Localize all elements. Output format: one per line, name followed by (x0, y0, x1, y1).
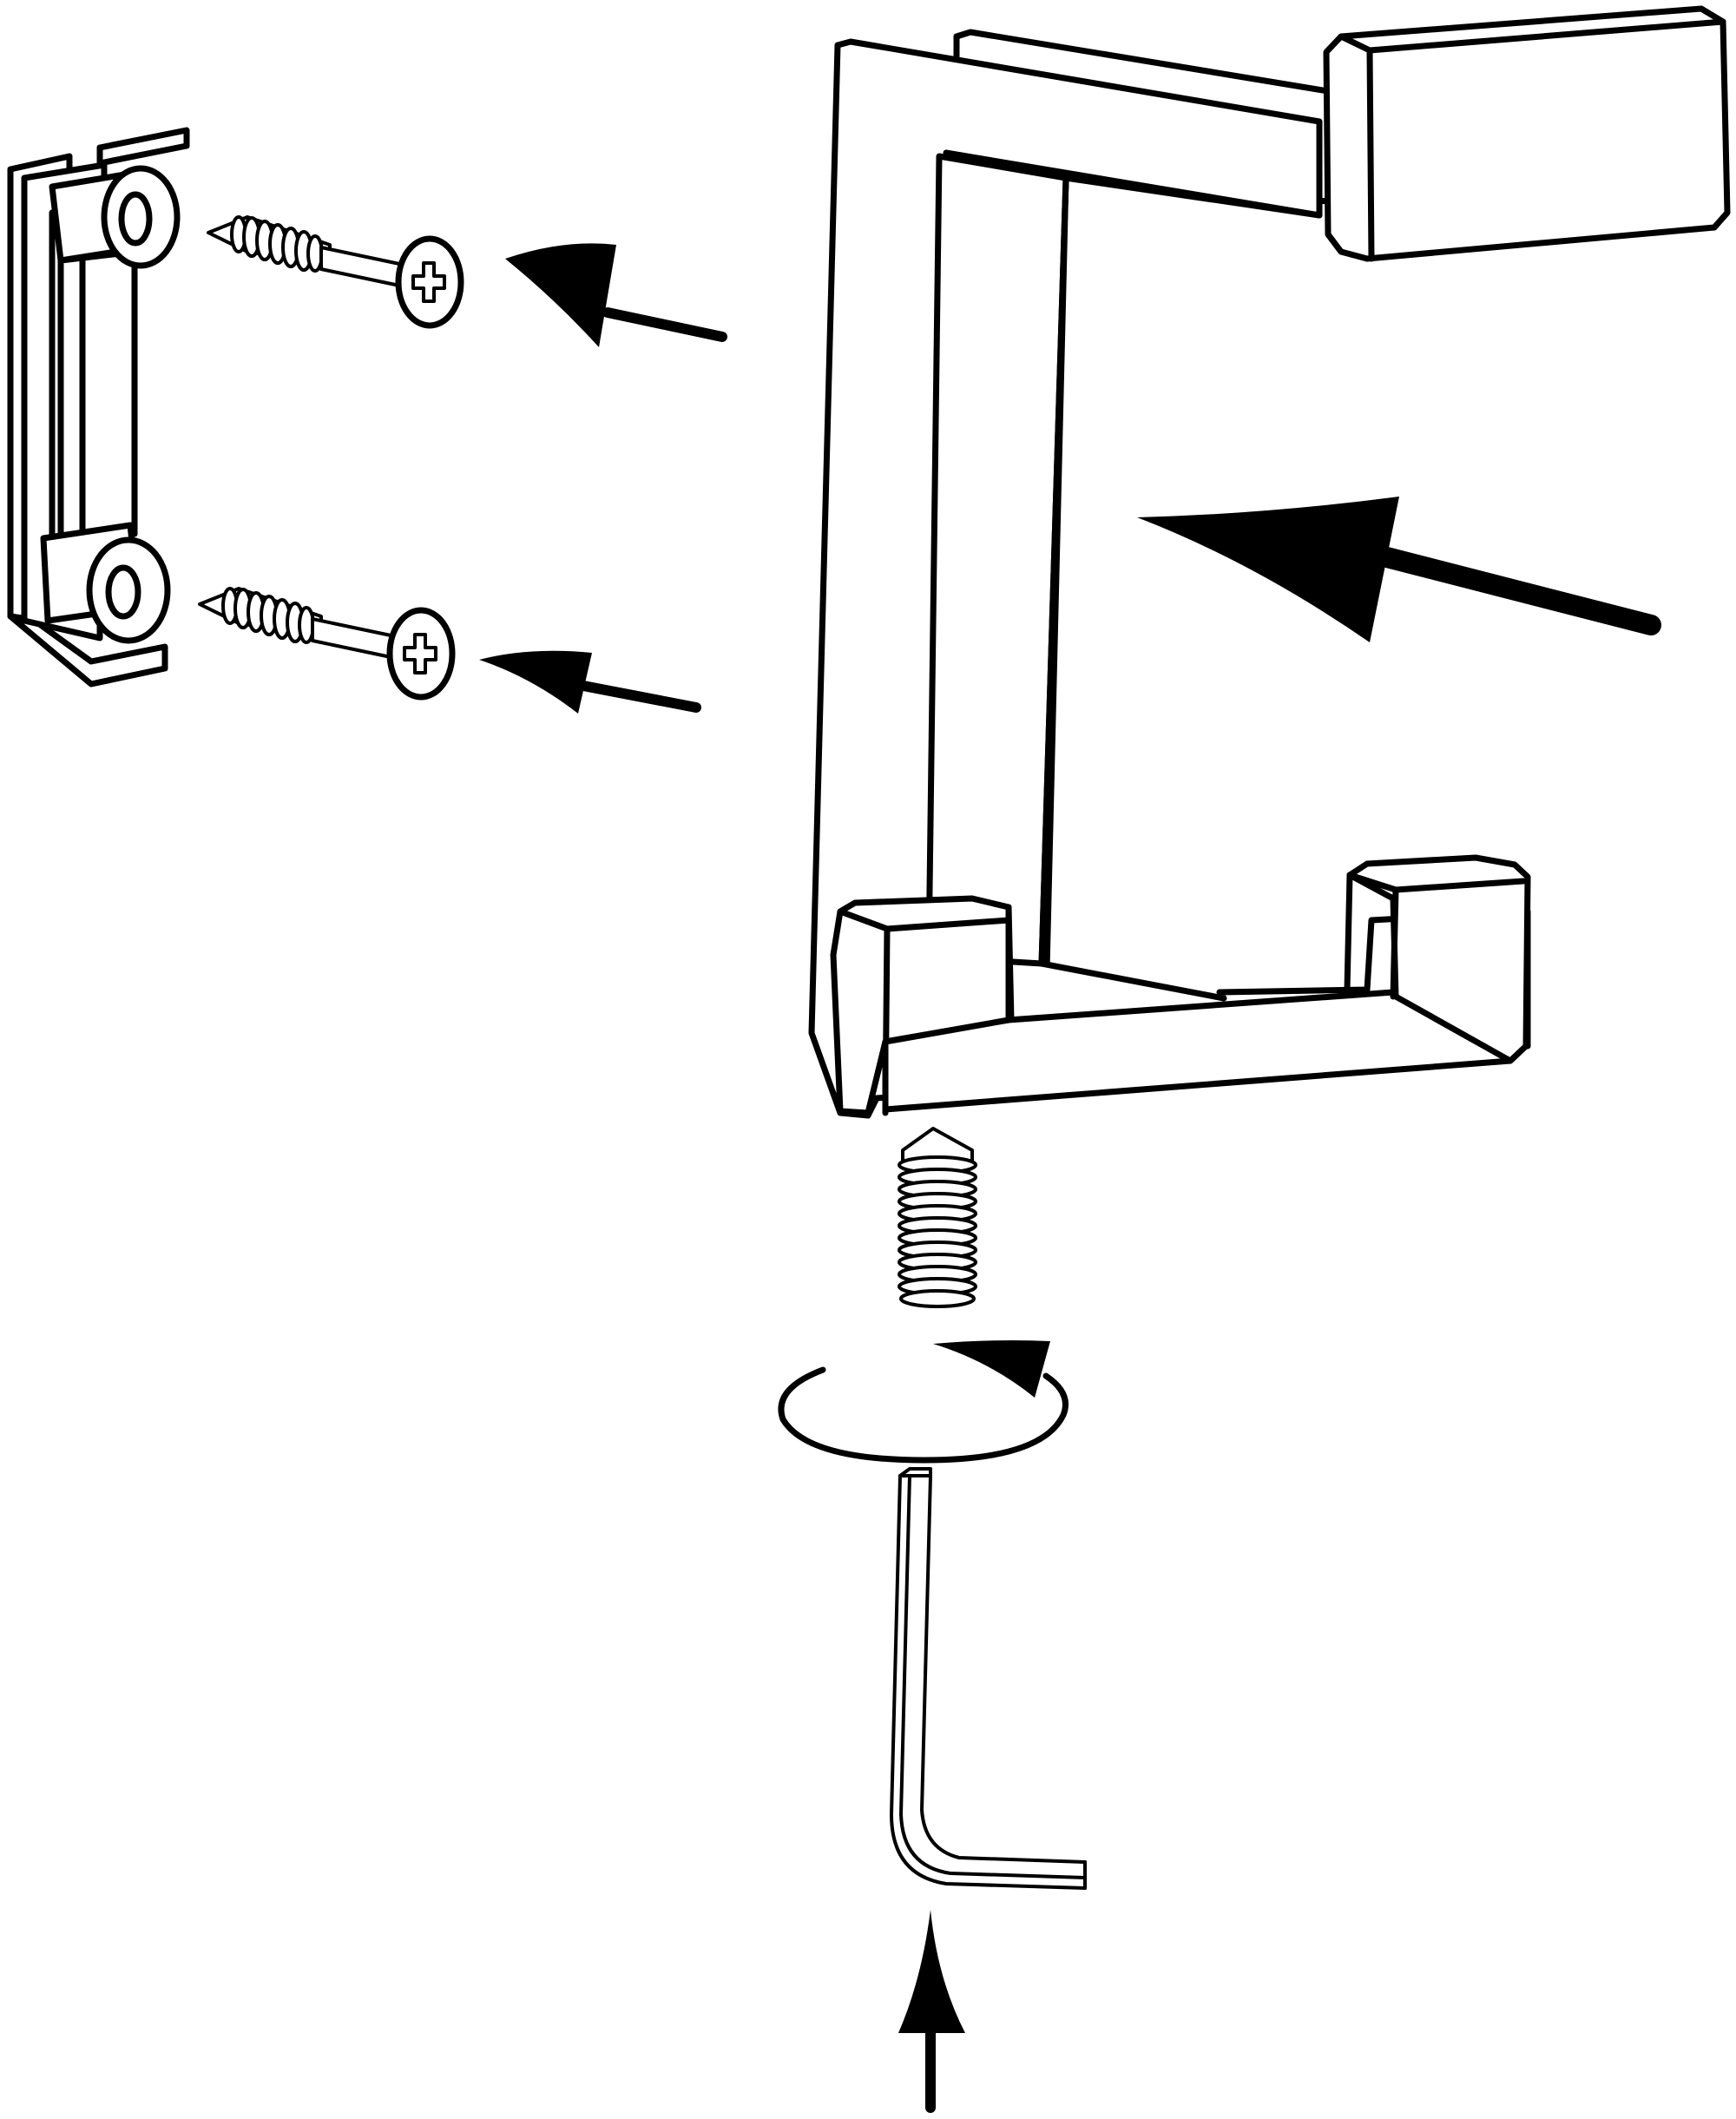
bracket-bottom-hole (105, 564, 141, 620)
hook-top-cap (1323, 5, 1731, 262)
screw-top-head (395, 235, 464, 329)
hook-top-cap-top-edge (1366, 18, 1726, 54)
phillips-screw-icon (207, 215, 464, 329)
rotation-ring (778, 1366, 1069, 1464)
wall-bracket-icon (7, 127, 190, 688)
rotate-clockwise-icon (778, 1340, 1069, 1464)
grub-screw-icon (898, 1127, 977, 1308)
arrow-hook-mount-shaft (1370, 545, 1661, 635)
arrow-screw-bottom-head (479, 650, 592, 714)
rotation-arrowhead (933, 1340, 1050, 1398)
double-hook-icon (808, 5, 1731, 1119)
hex-key-end (898, 1467, 932, 1477)
screw-top-phillips-slot (411, 261, 446, 303)
arrow-screw-top-head (505, 243, 616, 347)
arrow-left-icon (505, 243, 727, 347)
bracket-top-hole (118, 191, 153, 247)
arrow-screw-top-shaft (602, 307, 727, 342)
allen-key-icon (890, 1467, 1087, 1890)
arrow-up-icon (898, 1910, 965, 2113)
bracket-vertical-bar (57, 248, 138, 550)
hook-top-inner-edge (943, 149, 1323, 219)
screw-bottom-threads (221, 587, 315, 644)
arrow-hook-mount-head (1137, 497, 1399, 642)
hex-key-edge-outer (890, 1474, 1087, 1890)
set-screw-threads (898, 1155, 977, 1308)
hook-lower-right-tip-back (1344, 872, 1353, 993)
screw-bottom-head (386, 607, 456, 701)
arrow-screw-bottom-shaft (578, 681, 701, 713)
arrow-left-icon (479, 650, 701, 714)
screw-top-shank (319, 246, 405, 288)
bracket-top-flange (96, 127, 190, 167)
screw-top-threads (230, 215, 324, 273)
screw-bottom-shank (311, 617, 397, 660)
phillips-screw-icon (198, 587, 456, 701)
hex-key-edge-mid (899, 1474, 1087, 1879)
hook-channel-edge (1038, 174, 1069, 967)
hex-key-edge-inner (920, 1474, 1087, 1864)
screw-bottom-phillips-slot (403, 633, 437, 675)
arrow-left-icon (1137, 497, 1661, 642)
hook-lower-right-tip-edge (1390, 886, 1399, 1000)
arrow-hex-key-up-head (898, 1910, 965, 2033)
